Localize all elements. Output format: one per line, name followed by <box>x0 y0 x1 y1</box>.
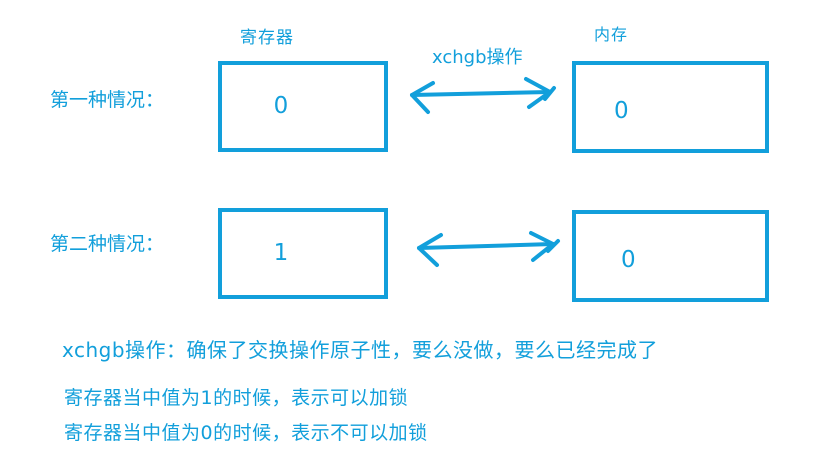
note-value-1: 寄存器当中值为1的时候，表示可以加锁 <box>64 387 409 409</box>
xchgb-operation-label: xchgb操作 <box>432 47 523 68</box>
case-1-label: 第一种情况： <box>50 89 165 111</box>
case-1-memory-value: 0 <box>614 97 629 124</box>
case-1-register-box: 0 <box>218 61 388 152</box>
xchg-arrow-icon <box>410 77 556 114</box>
case-2-register-box: 1 <box>218 208 388 299</box>
note-value-0: 寄存器当中值为0的时候，表示不可以加锁 <box>64 422 428 444</box>
register-column-label: 寄存器 <box>240 28 294 48</box>
xchg-arrow-icon <box>417 231 560 267</box>
memory-column-label: 内存 <box>594 25 629 44</box>
case-2-memory-box: 0 <box>572 210 769 302</box>
case-1-memory-box: 0 <box>572 61 769 153</box>
case-2-register-value: 1 <box>273 240 289 266</box>
case-2-memory-value: 0 <box>621 246 636 273</box>
case-2-label: 第二种情况： <box>50 233 165 255</box>
note-atomicity: xchgb操作：确保了交换操作原子性，要么没做，要么已经完成了 <box>62 338 659 362</box>
case-1-register-value: 0 <box>273 93 289 119</box>
